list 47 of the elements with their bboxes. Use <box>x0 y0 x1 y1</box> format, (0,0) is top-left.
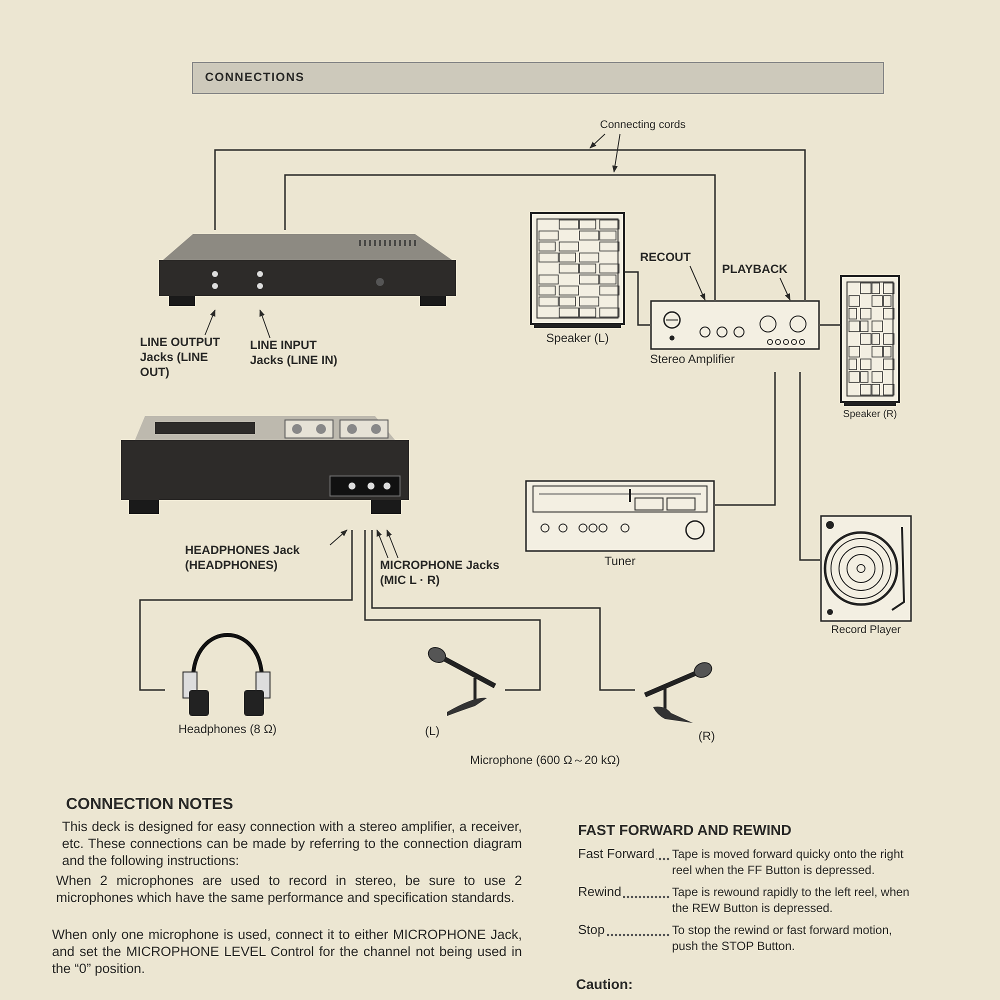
term: Fast Forward <box>578 846 670 861</box>
definition: Tape is rewound rapidly to the left reel, when the REW Button is depressed. <box>672 884 910 916</box>
speaker-cable <box>820 324 840 326</box>
device-caption: Record Player <box>831 624 901 636</box>
audio-cable <box>799 372 820 561</box>
leader-line <box>330 530 348 546</box>
microphone-cable <box>364 530 541 691</box>
audio-cable <box>715 372 776 506</box>
connecting-cord <box>214 149 806 300</box>
definition: To stop the rewind or fast forward motion, push the STOP Button. <box>672 922 894 954</box>
device-caption: (R) <box>698 729 715 743</box>
callout-label: LINE INPUT Jacks (LINE IN) <box>250 338 342 386</box>
leader-line <box>780 278 790 301</box>
leader-line <box>204 309 216 336</box>
callout-label: MICROPHONE Jacks (MIC L · R) <box>380 558 508 592</box>
section-title: CONNECTIONS <box>205 70 305 84</box>
device-caption: Speaker (R) <box>843 409 897 420</box>
microphone-cable <box>371 530 635 691</box>
headphone-cable <box>139 530 353 691</box>
callout-label: LINE OUTPUT Jacks (LINE OUT) <box>140 335 240 383</box>
paragraph: When only one microphone is used, connect it to either MICROPHONE Jack, and set the MICROPHONE LEVEL Control for the channel not being used in the “0” position. <box>52 926 522 977</box>
section-heading: FAST FORWARD AND REWIND <box>578 823 792 839</box>
device-caption: Headphones (8 Ω) <box>178 722 277 736</box>
leader-line <box>376 529 388 558</box>
speaker-cable <box>625 271 650 326</box>
definition: Tape is moved forward quicky onto the right reel when the FF Button is depressed. <box>672 846 904 878</box>
paragraph: When 2 microphones are used to record in stereo, be sure to use 2 microphones which have the same performance and specification standards. <box>56 872 522 906</box>
section-heading: Caution: <box>576 976 633 992</box>
device-caption: Tuner <box>604 554 636 568</box>
callout-label: Connecting cords <box>600 118 715 134</box>
leader-line <box>612 134 620 173</box>
callout-label: PLAYBACK <box>722 262 802 278</box>
leader-line <box>386 529 398 558</box>
caption-text: Microphone (600 Ω～20 kΩ) <box>470 752 620 769</box>
device-caption: (L) <box>425 724 440 738</box>
callout-label: RECOUT <box>640 250 702 266</box>
paragraph: This deck is designed for easy connection with a stereo amplifier, a receiver, etc. These connections can be made by referring to the connection diagram and the following instructions: <box>62 818 522 869</box>
device-caption: Speaker (L) <box>546 331 609 345</box>
leader-line <box>690 266 706 301</box>
section-heading: CONNECTION NOTES <box>66 796 234 814</box>
term: Rewind <box>578 884 670 899</box>
connecting-cord <box>284 174 716 300</box>
callout-label: HEADPHONES Jack (HEADPHONES) <box>185 543 335 577</box>
term: Stop <box>578 922 670 937</box>
leader-line <box>259 309 270 338</box>
leader-line <box>590 134 606 148</box>
device-caption: Stereo Amplifier <box>650 352 735 366</box>
